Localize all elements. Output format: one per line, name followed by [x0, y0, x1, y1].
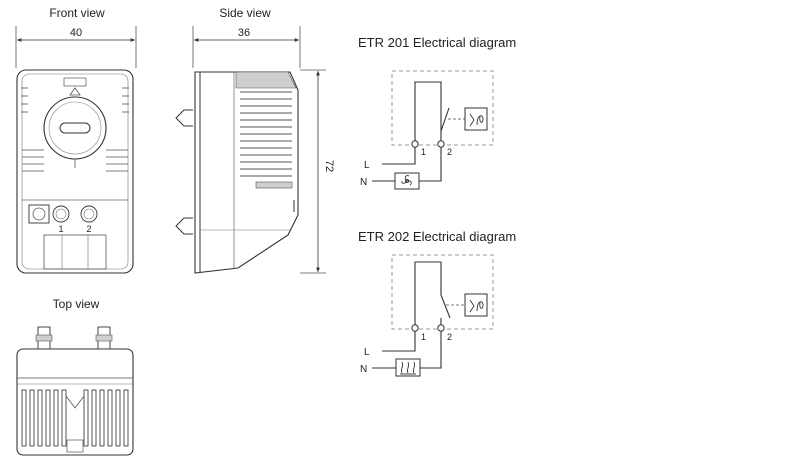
front-terminal-1-label: 1	[58, 224, 63, 234]
etr201-diagram: ETR 201 Electrical diagram 1 2 L N	[358, 35, 516, 190]
front-terminal-2-label: 2	[86, 224, 91, 234]
side-cooling-fins	[240, 91, 292, 177]
terminal-screw-1	[52, 205, 70, 223]
terminal-screw-2	[80, 205, 98, 223]
etr201-sensor	[464, 107, 488, 131]
din-clip-bottom	[175, 217, 193, 235]
etr202-line-label: L	[364, 347, 370, 358]
din-clip-top	[175, 109, 193, 127]
etr201-line-label: L	[364, 160, 370, 171]
top-vent-slots	[21, 389, 129, 447]
dial-slot	[59, 122, 91, 134]
etr202-title: ETR 202 Electrical diagram	[358, 229, 516, 244]
etr201-title: ETR 201 Electrical diagram	[358, 35, 516, 50]
etr202-diagram: ETR 202 Electrical diagram 1 2 L N	[358, 229, 516, 377]
etr202-enclosure	[391, 254, 494, 330]
side-view-title: Side view	[219, 6, 271, 20]
etr202-neutral-label: N	[360, 364, 367, 375]
etr201-terminal-1: 1	[421, 147, 426, 157]
side-width-dimension: 36	[238, 27, 250, 39]
side-top-cap	[235, 71, 297, 89]
led-window	[28, 204, 50, 224]
front-view: Front view 40	[15, 6, 137, 274]
side-housing	[194, 71, 299, 274]
top-view: Top view	[16, 297, 134, 456]
etr201-neutral-label: N	[360, 177, 367, 188]
etr202-terminal-1: 1	[421, 332, 426, 342]
etr202-contact	[440, 294, 451, 319]
etr202-terminal-2: 2	[447, 332, 452, 342]
front-width-dimension: 40	[70, 27, 82, 39]
front-view-title: Front view	[49, 6, 105, 20]
top-view-title: Top view	[53, 297, 100, 311]
etr201-contact	[440, 107, 450, 132]
front-vent-slots	[21, 87, 129, 172]
etr202-sensor	[464, 293, 488, 317]
thermostat-dial[interactable]	[43, 96, 107, 160]
side-height-dimension: 72	[323, 160, 335, 172]
etr201-terminal-2: 2	[447, 147, 452, 157]
dial-indicator-icon	[69, 87, 81, 96]
side-view: Side view 36 72	[175, 6, 335, 274]
